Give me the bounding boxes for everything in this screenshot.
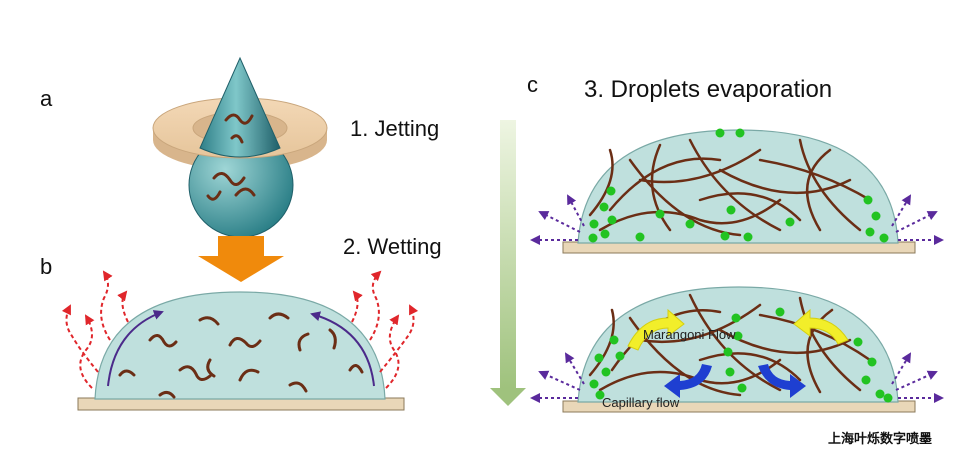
capillary-arrow-left: [664, 364, 712, 398]
vapor-arrow: [895, 211, 938, 233]
step-wetting-label: 2. Wetting: [343, 234, 442, 259]
vapor-arrow: [117, 290, 129, 323]
vapor-arrow: [538, 370, 581, 391]
capillary-arrow-right: [758, 364, 806, 398]
droplet-bottom: [577, 286, 899, 403]
wetting-arrow-right: [310, 311, 375, 387]
vapor-arrow: [351, 290, 363, 323]
marangoni-arrow-left: [627, 308, 685, 351]
marangoni-arrow-right: [793, 308, 849, 345]
down-arrow-icon: [198, 236, 284, 282]
wetting-arrow-left: [107, 310, 164, 387]
vapor-arrow: [61, 304, 99, 373]
evaporating-droplet-top: [530, 128, 944, 254]
watermark: 上海叶烁数字喷墨: [828, 431, 933, 446]
vapor-arrow: [369, 270, 382, 341]
capillary-flow-label: Capillary flow: [602, 395, 680, 410]
nozzle-cone: [199, 56, 281, 158]
timeline-arrow: [490, 120, 526, 406]
vapor-arrow: [895, 370, 938, 391]
vapor-arrow: [385, 314, 400, 389]
substrate-c1: [562, 241, 916, 254]
vapor-arrow: [538, 211, 581, 233]
marangoni-flow-label: Marangoni Flow: [643, 327, 736, 342]
panel-label-a: a: [40, 86, 53, 111]
panel-label-b: b: [40, 254, 53, 279]
wetting-droplet: [94, 291, 386, 400]
panel-label-c: c: [527, 72, 538, 97]
step-evaporation-label: 3. Droplets evaporation: [584, 76, 833, 103]
step-jetting-label: 1. Jetting: [350, 116, 440, 141]
droplet-top: [577, 129, 899, 244]
nozzle-assembly: [152, 56, 328, 238]
wetting-droplet-group: [61, 270, 419, 411]
evaporating-droplet-bottom: [530, 286, 944, 413]
vapor-arrow: [79, 314, 95, 389]
substrate-b: [77, 397, 405, 411]
vapor-arrow: [379, 304, 419, 373]
vapor-arrow: [100, 270, 113, 341]
